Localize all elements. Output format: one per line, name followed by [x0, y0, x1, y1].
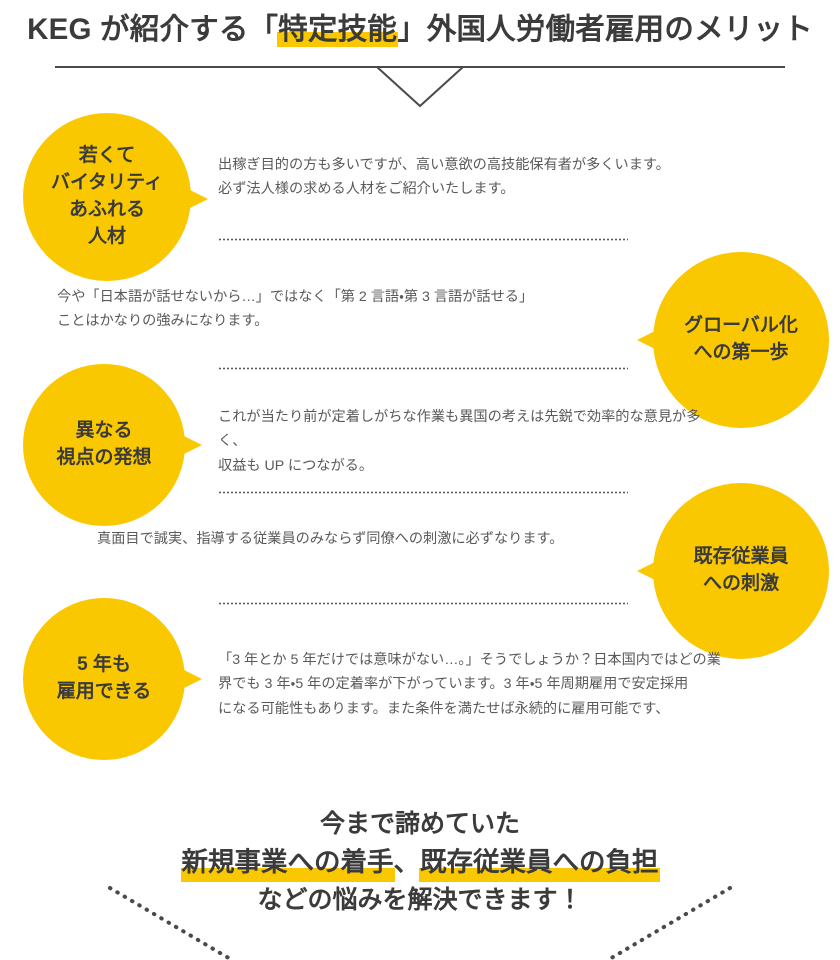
dotted-separator-2 — [218, 367, 628, 370]
benefit-circle-3[interactable]: 異なる視点の発想 — [23, 364, 185, 526]
benefit-circle-2[interactable]: グローバル化への第一歩 — [653, 252, 829, 428]
page-title: KEG が紹介する「特定技能」外国人労働者雇用のメリット — [0, 6, 840, 48]
benefit-bubble-tail-1 — [182, 186, 208, 212]
benefit-bubble-tail-4 — [637, 558, 663, 584]
benefit-bubble-tail-3 — [176, 432, 202, 458]
benefit-circle-5[interactable]: 5 年も雇用できる — [23, 598, 185, 760]
header-divider-line — [55, 66, 785, 68]
benefit-text-4: 真面目で誠実、指導する従業員のみならず同僚への刺激に必ずなります。 — [97, 531, 564, 547]
benefit-text-3: これが当たり前が定着しがちな作業も異国の考えは先鋭で効率的な意見が多く、収益も … — [218, 409, 701, 474]
page-title-after: 」外国人労働者雇用のメリット — [397, 13, 813, 46]
benefit-text-2: 今や「日本語が話せないから…」ではなく「第 2 言語・第 3 言語が話せる」こと… — [57, 289, 534, 330]
benefit-circle-label-1: 若くてバイタリティあふれる人材 — [50, 145, 164, 247]
benefit-circle-label-3: 異なる視点の発想 — [56, 420, 152, 468]
chevron-down-divider-icon — [376, 66, 464, 108]
conclusion-block: 今まで諦めていた 新規事業への着手、既存従業員への負担 などの悩みを解決できます… — [0, 806, 840, 919]
conclusion-separator: 、 — [393, 847, 421, 877]
benefit-circle-label-4: 既存従業員への刺激 — [693, 546, 789, 594]
dotted-separator-1 — [218, 238, 628, 241]
page-title-highlight: 特定技能 — [277, 6, 398, 48]
benefit-circle-label-2: グローバル化への第一歩 — [684, 315, 798, 363]
benefit-circle-label-5: 5 年も雇用できる — [56, 654, 152, 702]
benefit-text-1: 出稼ぎ目的の方も多いですが、高い意欲の高技能保有者が多くいます。必ず法人様の求め… — [218, 157, 670, 198]
conclusion-line-2: 新規事業への着手、既存従業員への負担 — [0, 843, 840, 883]
conclusion-highlight-b: 既存従業員への負担 — [419, 843, 659, 883]
dotted-separator-3 — [218, 491, 628, 494]
conclusion-line-1: 今まで諦めていた — [319, 810, 520, 838]
dotted-chevron-down-icon — [0, 884, 840, 960]
conclusion-line-3: などの悩みを解決できます！ — [257, 886, 583, 915]
benefit-text-5: 「3 年とか 5 年だけでは意味がない…。」そうでしょうか？日本国内ではどの業界… — [218, 652, 721, 717]
benefit-circle-1[interactable]: 若くてバイタリティあふれる人材 — [23, 113, 191, 281]
page-title-before: KEG が紹介する「 — [27, 13, 279, 46]
conclusion-highlight-a: 新規事業への着手 — [180, 843, 395, 883]
benefit-bubble-tail-2 — [637, 327, 663, 353]
dotted-separator-4 — [218, 602, 628, 605]
benefit-circle-4[interactable]: 既存従業員への刺激 — [653, 483, 829, 659]
benefit-bubble-tail-5 — [176, 666, 202, 692]
